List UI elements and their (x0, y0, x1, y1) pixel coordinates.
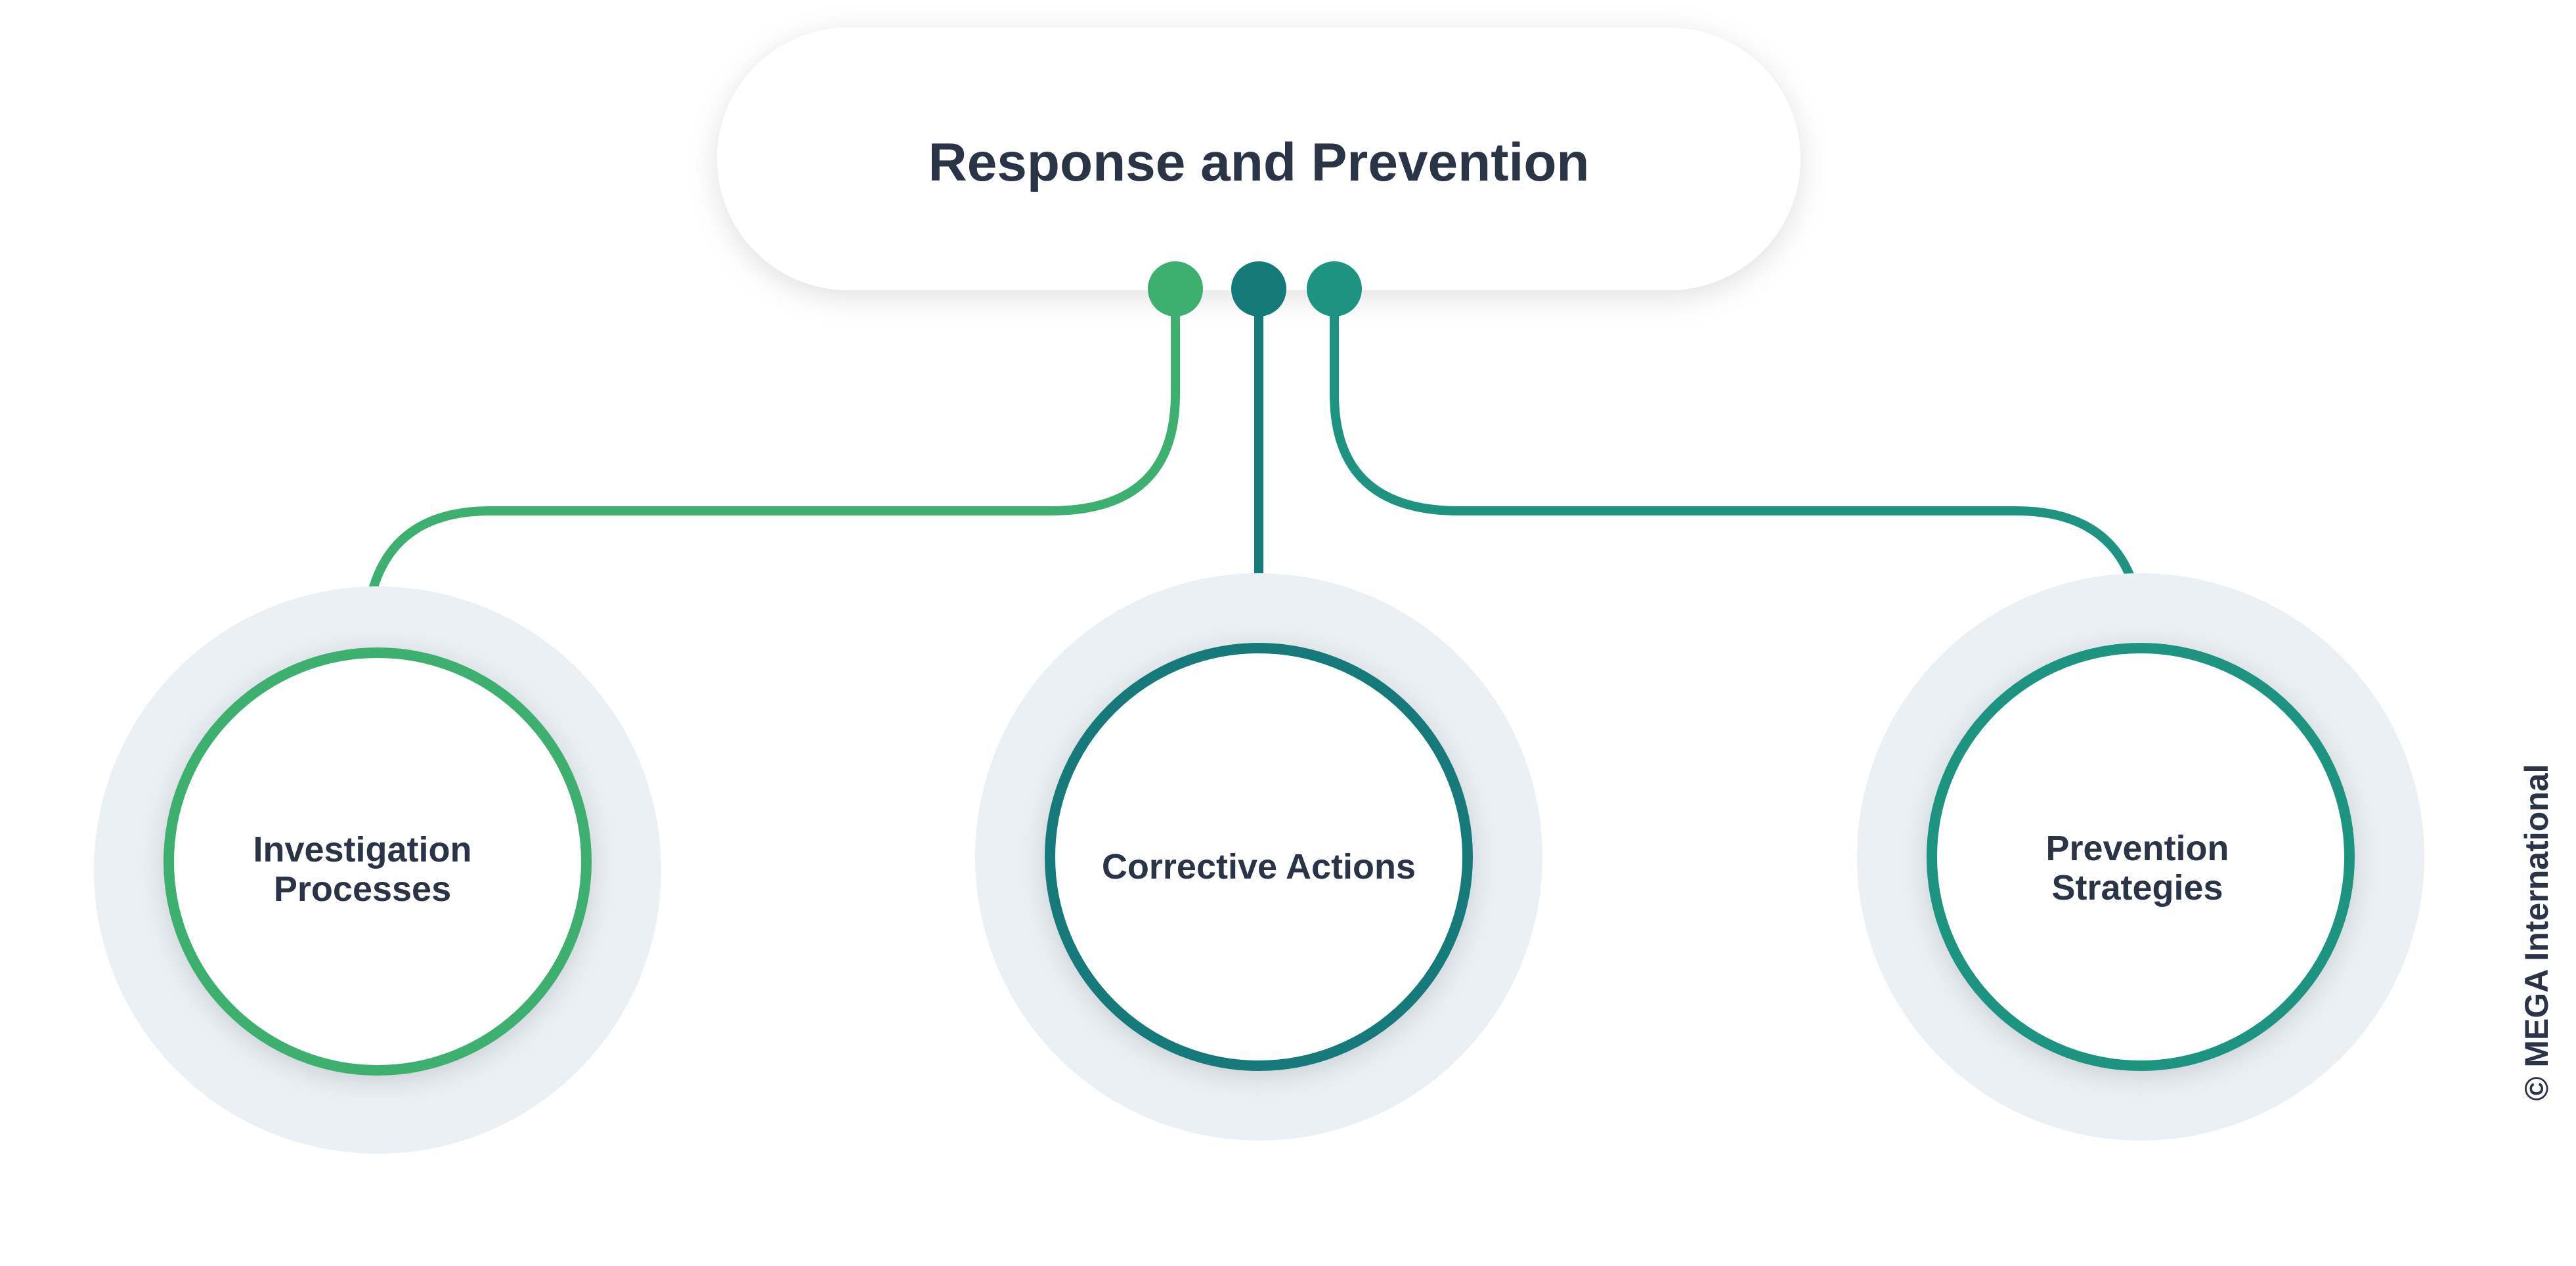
connector-dot-investigation (1148, 261, 1203, 316)
node-label-line: Processes (274, 869, 451, 909)
diagram-title: Response and Prevention (928, 133, 1589, 192)
node-circle (1927, 643, 2355, 1071)
connector-investigation (361, 284, 1180, 651)
node-circle (1045, 643, 1473, 1071)
node-prevention-strategies: Prevention Strategies (1857, 573, 2424, 1141)
connector-dot-prevention (1307, 261, 1362, 316)
node-label-line: Investigation (253, 830, 471, 869)
node-circle (164, 647, 592, 1076)
title-node: Response and Prevention (717, 28, 1801, 290)
node-corrective-actions: Corrective Actions (975, 573, 1542, 1141)
title-pill (717, 28, 1801, 290)
node-investigation-processes: Investigation Processes (94, 586, 661, 1154)
connector-dot-corrective (1231, 261, 1286, 316)
node-label-line: Strategies (2051, 868, 2223, 907)
node-label-line: Corrective Actions (1102, 847, 1416, 886)
node-label-line: Prevention (2045, 829, 2229, 868)
connector-prevention (1330, 284, 2147, 651)
copyright-text: © MEGA International (2518, 764, 2555, 1101)
